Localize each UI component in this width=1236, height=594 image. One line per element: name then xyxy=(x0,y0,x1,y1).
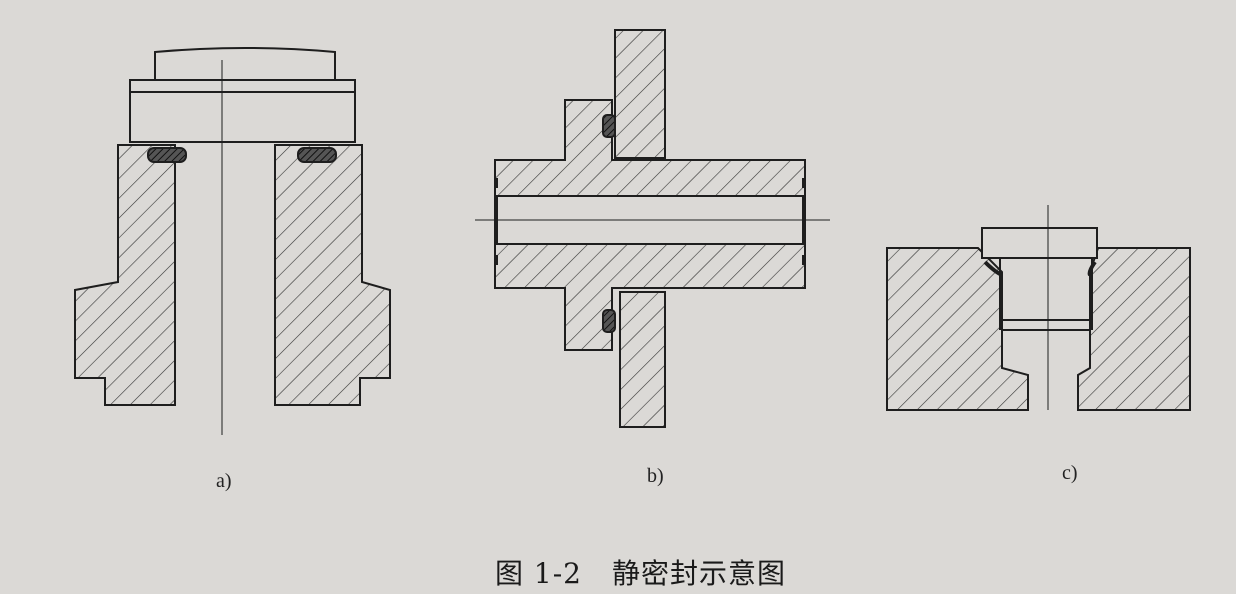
figure-number: 图 1-2 xyxy=(495,557,582,590)
figure-title: 静密封示意图 xyxy=(612,557,787,590)
subfigure-c-drawing xyxy=(886,205,1191,411)
subfigure-a-drawing xyxy=(74,47,391,435)
subfigure-a-label: a) xyxy=(216,470,232,492)
figure-caption: 图 1-2 静密封示意图 xyxy=(495,552,816,592)
subfigure-b-label: b) xyxy=(647,465,664,487)
subfigure-c-label: c) xyxy=(1062,462,1078,484)
subfigure-b-drawing xyxy=(475,29,830,428)
